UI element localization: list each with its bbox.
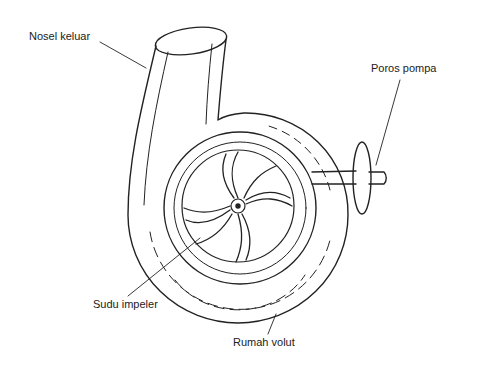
part-label: Rumah volut — [232, 336, 296, 349]
impeller-shroud — [182, 150, 294, 262]
leader-line — [376, 80, 400, 165]
impeller-hub — [231, 199, 245, 213]
nozzle-wall — [144, 52, 168, 205]
impeller-vane — [244, 166, 276, 198]
impeller-vane — [223, 152, 238, 198]
leader-line — [268, 314, 276, 334]
volute-hidden-line — [175, 275, 305, 310]
impeller-vane — [184, 206, 230, 223]
casing-cover-ring — [164, 132, 316, 284]
pump-shaft — [312, 171, 356, 184]
part-label: Nosel keluar — [28, 30, 91, 43]
leader-line — [100, 42, 146, 68]
leader-lines — [100, 42, 400, 334]
part-label: Sudu impeler — [92, 298, 159, 311]
nozzle-wall — [206, 44, 212, 124]
casing-cover-ring — [174, 142, 306, 274]
volute-casing-outer — [128, 40, 348, 323]
pump-shaft — [369, 172, 386, 184]
volute-hidden-line — [150, 232, 330, 309]
leader-line — [128, 238, 200, 296]
part-label: Poros pompa — [370, 62, 437, 75]
impeller-vane — [196, 214, 232, 244]
impeller-vane — [236, 214, 250, 262]
nozzle-opening — [154, 23, 229, 59]
impeller-eye — [236, 204, 240, 208]
impeller-vanes — [184, 152, 292, 262]
shaft-flange — [353, 142, 371, 214]
impeller-vane — [246, 192, 292, 206]
